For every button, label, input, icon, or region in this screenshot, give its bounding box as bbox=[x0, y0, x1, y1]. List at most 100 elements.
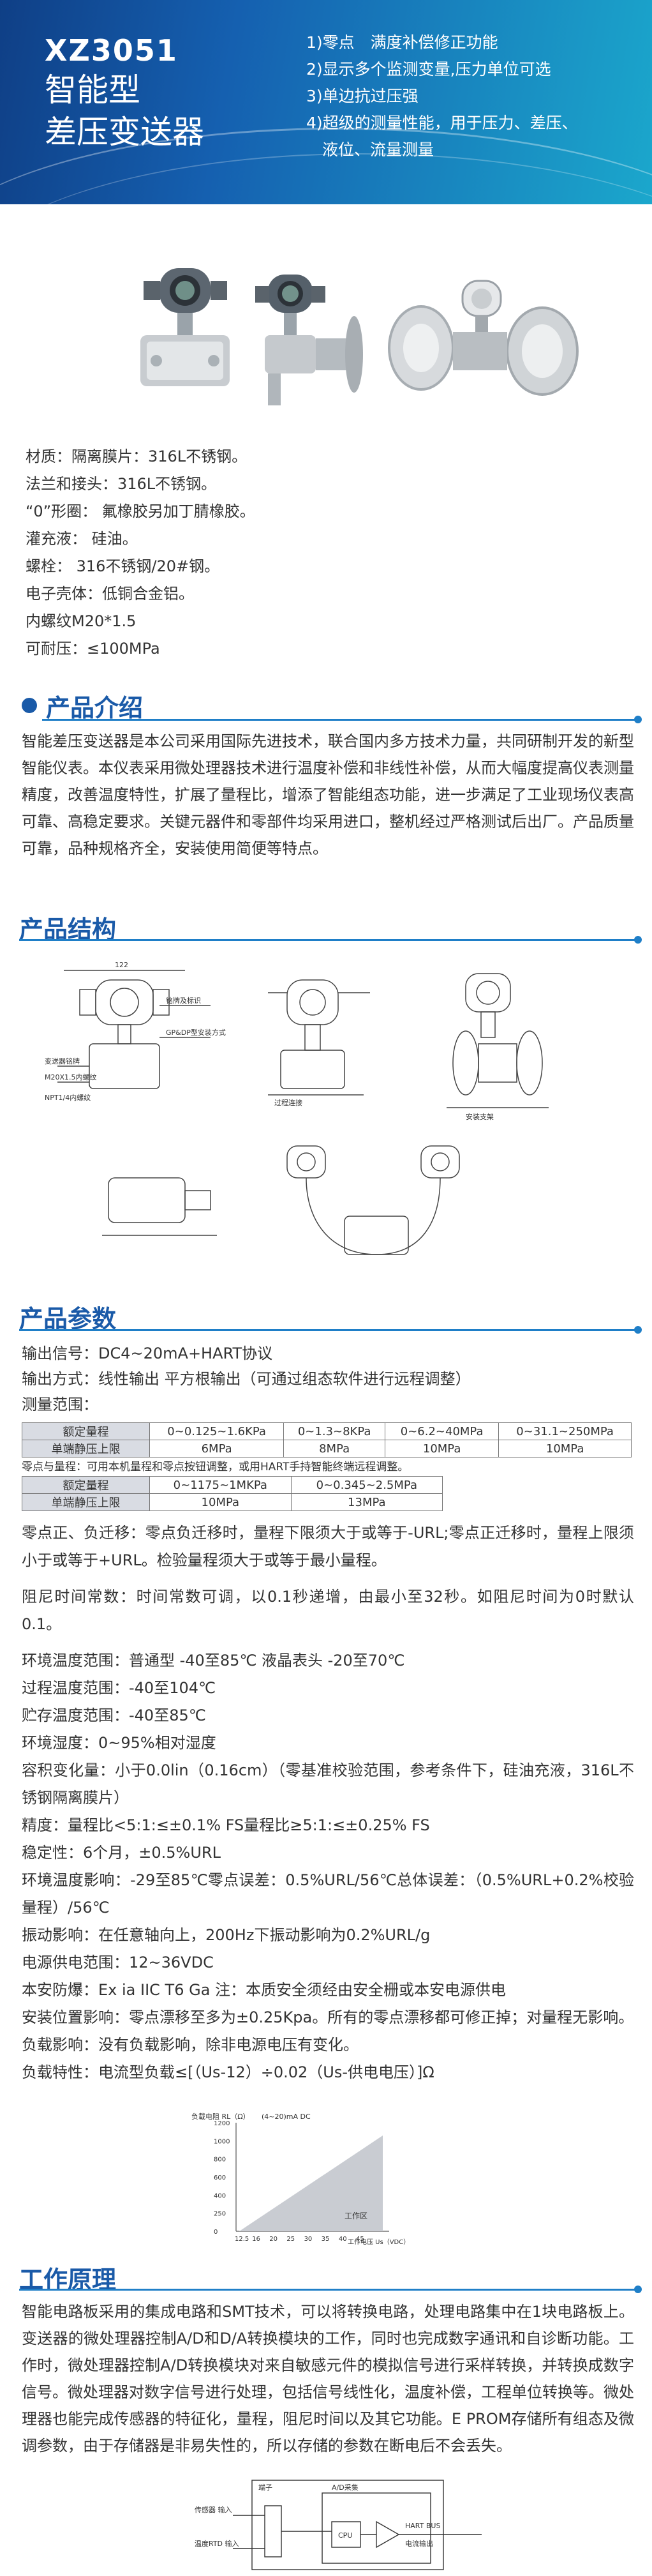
param-line: 环境湿度：0~95%相对湿度 bbox=[22, 1734, 216, 1752]
callout-label: 铭牌及标识 bbox=[166, 996, 201, 1005]
range-table-2: 额定量程 0~1175~1MKPa 0~0.345~2.5MPa 单端静压上限 … bbox=[22, 1476, 443, 1511]
section-heading-structure: 产品结构 bbox=[19, 915, 117, 944]
title-line: 智能型 bbox=[45, 72, 140, 109]
param-line: 负载影响：没有负载影响，除非电源电压有变化。 bbox=[22, 2036, 359, 2054]
feature-item: 3)单边抗过压强 bbox=[306, 87, 419, 105]
block-label: A/D采集 bbox=[332, 2483, 359, 2492]
material-line: 螺栓： 316不锈钢/20#钢。 bbox=[26, 557, 220, 575]
table-row: 单端静压上限 6MPa 8MPa 10MPa 10MPa bbox=[22, 1440, 632, 1457]
intro-paragraph: 智能差压变送器是本公司采用国际先进技术，联合国内多方技术力量，共同研制开发的新型… bbox=[22, 732, 634, 857]
table-row: 额定量程 0~0.125~1.6KPa 0~1.3~8KPa 0~6.2~40M… bbox=[22, 1422, 632, 1440]
material-line: 可耐压：≤100MPa bbox=[26, 640, 160, 658]
param-paragraph: 零点正、负迁移：零点负迁移时，量程下限须大于或等于-URL;零点正迁移时，量程上… bbox=[22, 1524, 634, 1569]
materials-list: 材质：隔离膜片：316L不锈钢。 法兰和接头：316L不锈钢。 “0”形圈： 氟… bbox=[26, 443, 255, 663]
dim-label: 122 bbox=[115, 961, 128, 969]
table-note: 零点与量程：可用本机量程和零点按钮调整，或用HART手持智能终端远程调整。 bbox=[22, 1461, 409, 1473]
table-cell: 0~6.2~40MPa bbox=[384, 1422, 500, 1440]
section-divider bbox=[19, 1326, 642, 1334]
param-line: 环境温度影响：-29至85℃零点误差：0.5%URL/56℃总体误差：（0.5%… bbox=[22, 1871, 634, 1917]
param-line: 电源供电范围：12~36VDC bbox=[22, 1954, 214, 1971]
param-line: 容积变化量：小于0.0lin（0.16cm）（零基准校验范围，参考条件下，硅油充… bbox=[22, 1761, 634, 1807]
chart-x-label: 工作电压 Us（VDC） bbox=[348, 2238, 410, 2246]
load-characteristic-chart: 负载电阻 RL（Ω） (4~20)mA DC 工作区 1200100080060… bbox=[191, 2112, 410, 2246]
range-table-1: 额定量程 0~0.125~1.6KPa 0~1.3~8KPa 0~6.2~40M… bbox=[22, 1422, 632, 1457]
product-photo bbox=[140, 268, 579, 405]
param-line: 贮存温度范围：-40至85℃ bbox=[22, 1706, 206, 1724]
section-divider bbox=[19, 2286, 642, 2293]
param-line: 本安防爆：Ex ia IIC T6 Ga 注：本质安全须经由安全栅或本安电源供电 bbox=[22, 1981, 507, 1999]
block-label: 温度RTD 输入 bbox=[195, 2539, 239, 2548]
x-tick-label: 12.5 bbox=[235, 2236, 249, 2243]
param-line: 安装位置影响：零点漂移至多为±0.25Kpa。所有的零点漂移都可修正掉；对量程无… bbox=[22, 2008, 634, 2026]
param-paragraph: 阻尼时间常数：时间常数可调，以0.1秒递增，由最小至32秒。如阻尼时间为0时默认… bbox=[22, 1588, 634, 1633]
y-tick-label: 1200 bbox=[214, 2120, 230, 2127]
material-line: 内螺纹M20*1.5 bbox=[26, 612, 137, 630]
x-tick-label: 40 bbox=[339, 2236, 347, 2243]
banner-decor-arc bbox=[0, 128, 652, 204]
material-line: 灌充液： 硅油。 bbox=[26, 530, 138, 548]
block-label: HART BUS bbox=[405, 2522, 440, 2530]
feature-list: 1)零点 满度补偿修正功能 2)显示多个监测变量,压力单位可选 3)单边抗过压强… bbox=[306, 29, 578, 163]
param-line: 负载特性：电流型负载≤[（Us-12）÷0.02（Us-供电电压）]Ω bbox=[22, 2063, 434, 2081]
table-cell: 0~1.3~8KPa bbox=[283, 1422, 385, 1440]
y-tick-label: 0 bbox=[214, 2229, 218, 2236]
params-detail: 零点正、负迁移：零点负迁移时，量程下限须大于或等于-URL;零点正迁移时，量程上… bbox=[22, 1519, 634, 2086]
param-line: 环境温度范围：普通型 -40至85℃ 液晶表头 -20至70℃ bbox=[22, 1652, 405, 1669]
callout-label: NPT1/4内螺纹 bbox=[45, 1093, 91, 1102]
x-tick-label: 30 bbox=[304, 2236, 313, 2243]
params-intro: 输出信号：DC4~20mA+HART协议 输出方式：线性输出 平方根输出（可通过… bbox=[22, 1341, 634, 1417]
param-line: 测量范围： bbox=[22, 1396, 98, 1413]
header-banner: XZ3051 智能型 差压变送器 1)零点 满度补偿修正功能 2)显示多个监测变… bbox=[0, 0, 652, 204]
section-divider bbox=[42, 716, 642, 723]
material-line: 电子壳体：低铜合金铝。 bbox=[26, 585, 194, 603]
y-tick-label: 250 bbox=[214, 2211, 226, 2218]
block-label: 端子 bbox=[258, 2483, 272, 2492]
callout-label: M20X1.5内螺纹 bbox=[45, 1073, 97, 1081]
transmitter-image bbox=[140, 268, 230, 386]
feature-item: 2)显示多个监测变量,压力单位可选 bbox=[306, 60, 551, 79]
table-cell: 0~0.125~1.6KPa bbox=[149, 1422, 285, 1440]
principle-paragraph: 智能电路板采用的集成电路和SMT技术，可以将转换电路，处理电路集中在1块电路板上… bbox=[22, 2303, 634, 2455]
section-heading-intro: 产品介绍 bbox=[46, 694, 144, 722]
table-cell: 10MPa bbox=[384, 1440, 500, 1457]
x-tick-label: 20 bbox=[269, 2236, 278, 2243]
table-row: 单端静压上限 10MPa 13MPa bbox=[22, 1493, 443, 1511]
x-tick-label: 45 bbox=[356, 2236, 364, 2243]
chart-y-title: 负载电阻 RL（Ω） bbox=[191, 2112, 250, 2121]
row-header: 单端静压上限 bbox=[22, 1493, 150, 1511]
feature-item: 4)超级的测量性能，用于压力、差压、 bbox=[306, 114, 578, 132]
table-cell: 0~0.345~2.5MPa bbox=[290, 1476, 443, 1494]
callout-label: 变送器铭牌 bbox=[45, 1057, 80, 1066]
param-line: 稳定性：6个月，±0.5%URL bbox=[22, 1844, 221, 1862]
callout-label: GP&DP型安装方式 bbox=[166, 1028, 226, 1037]
y-tick-label: 800 bbox=[214, 2157, 226, 2164]
param-line: 精度：量程比<5:1:≤±0.1% FS量程比≥5:1:≤±0.25% FS bbox=[22, 1816, 430, 1834]
row-header: 额定量程 bbox=[22, 1476, 150, 1494]
table-row: 额定量程 0~1175~1MKPa 0~0.345~2.5MPa bbox=[22, 1476, 443, 1494]
heading-bullet bbox=[22, 698, 37, 713]
block-label: 电流输出 bbox=[405, 2539, 433, 2548]
table-cell: 10MPa bbox=[498, 1440, 632, 1457]
work-region bbox=[239, 2135, 383, 2231]
table-cell: 10MPa bbox=[149, 1493, 292, 1511]
row-header: 额定量程 bbox=[22, 1422, 150, 1440]
block-label: 传感器 输入 bbox=[195, 2505, 232, 2514]
table-cell: 8MPa bbox=[283, 1440, 385, 1457]
block-diagram: 端子 A/D采集 传感器 输入 温度RTD 输入 CPU HART BUS 电流… bbox=[195, 2480, 482, 2570]
row-header: 单端静压上限 bbox=[22, 1440, 150, 1457]
transmitter-image bbox=[388, 280, 579, 396]
transmitter-image bbox=[255, 275, 363, 405]
x-tick-label: 35 bbox=[322, 2236, 330, 2243]
param-line: 过程温度范围：-40至104℃ bbox=[22, 1679, 216, 1697]
banner-decor-arc bbox=[0, 153, 652, 204]
callout-label: 安装支架 bbox=[466, 1112, 494, 1121]
structure-drawings: 122 铭牌及标识 GP&DP型安装方式 变送器铭牌 M20X1.5内螺纹 NP… bbox=[45, 961, 549, 1255]
param-line: 输出信号：DC4~20mA+HART协议 bbox=[22, 1344, 273, 1362]
product-model: XZ3051 bbox=[45, 33, 178, 68]
region-label: 工作区 bbox=[345, 2211, 367, 2220]
chart-series-label: (4~20)mA DC bbox=[262, 2113, 311, 2121]
table-cell: 13MPa bbox=[290, 1493, 443, 1511]
y-tick-label: 400 bbox=[214, 2192, 226, 2199]
material-line: “0”形圈： 氟橡胶另加丁腈橡胶。 bbox=[26, 502, 255, 520]
